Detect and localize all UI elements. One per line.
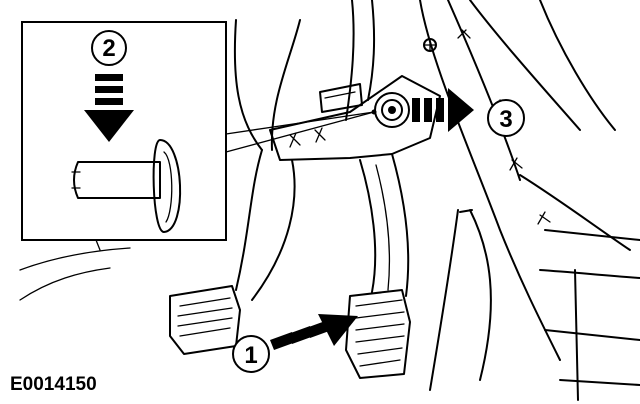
leader-lines (225, 111, 375, 153)
detail-inset: 2 (21, 21, 227, 241)
arrow-down-icon (84, 74, 134, 142)
callout-1-label: 1 (244, 342, 257, 369)
pedal-pin-icon (71, 139, 181, 233)
floor-lines (19, 239, 131, 301)
callout-3-label: 3 (499, 106, 512, 133)
brake-pedal (345, 153, 411, 379)
pedal-bracket (233, 19, 441, 161)
callout-3: 3 (412, 88, 525, 137)
arrow-diagonal-icon (270, 314, 358, 350)
callout-2-label: 2 (102, 35, 115, 62)
callout-1: 1 (232, 314, 358, 373)
callout-2: 2 (91, 30, 127, 66)
clutch-pedal (169, 149, 296, 355)
figure-reference-code: E0014150 (10, 374, 97, 395)
arrow-right-icon (412, 88, 474, 132)
vehicle-structure (345, 0, 640, 401)
accelerator-pedal (429, 209, 492, 391)
